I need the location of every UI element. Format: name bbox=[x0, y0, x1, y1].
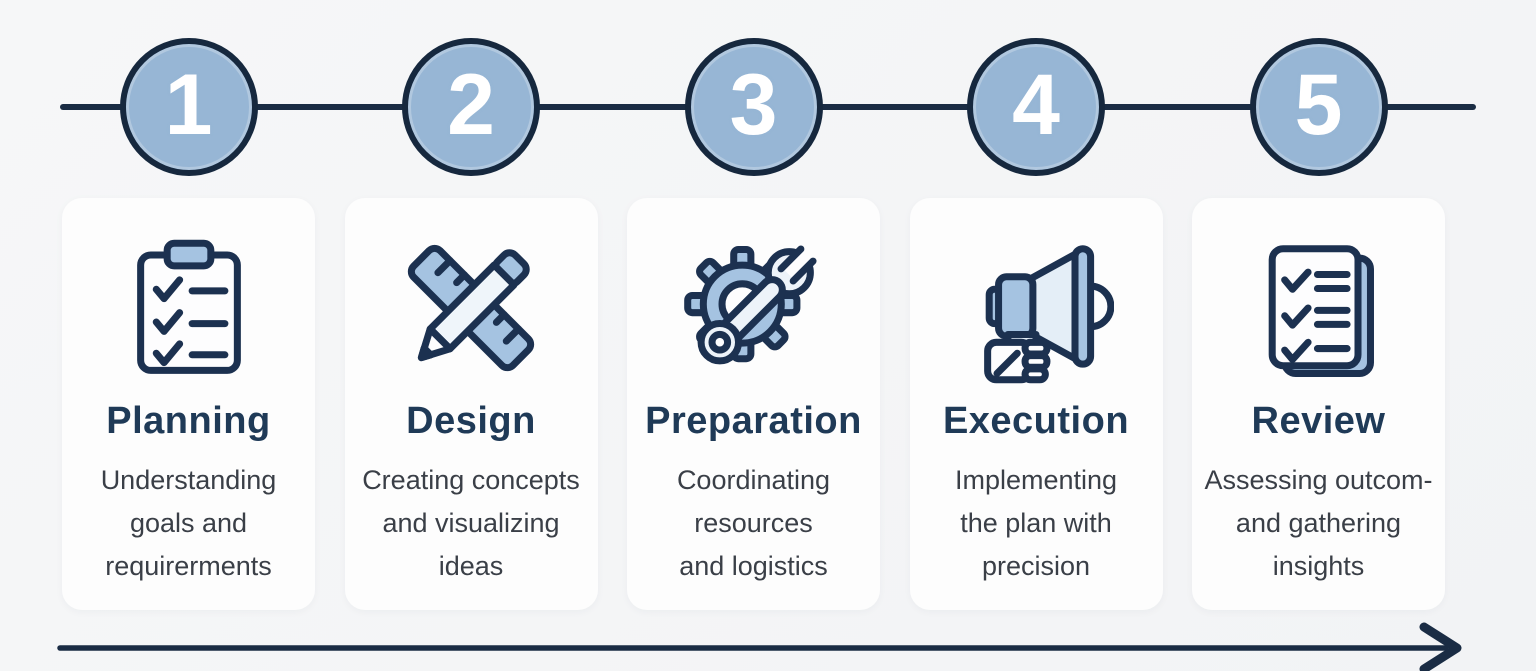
desc-line: Creating concepts bbox=[362, 465, 580, 495]
step-icon-wrap bbox=[391, 228, 551, 388]
desc-line: resources bbox=[694, 508, 813, 538]
step-number-2: 2 bbox=[447, 57, 495, 153]
step-cards: Planning Understanding goals and require… bbox=[62, 198, 1445, 610]
gear-wrench-icon bbox=[683, 245, 817, 365]
direction-arrow bbox=[57, 622, 1462, 671]
step-title: Preparation bbox=[645, 400, 862, 442]
clipboard-checklist-icon bbox=[136, 239, 241, 374]
desc-line: and gathering bbox=[1235, 508, 1402, 538]
step-number-4: 4 bbox=[1012, 57, 1060, 153]
step-description: Assessing outcom- and gathering insights bbox=[1204, 459, 1432, 588]
desc-line: and logistics bbox=[679, 551, 828, 581]
step-title: Planning bbox=[106, 400, 271, 442]
desc-line: and visualizing bbox=[382, 508, 560, 538]
desc-line: the plan with bbox=[960, 508, 1112, 538]
step-number-5: 5 bbox=[1294, 57, 1343, 153]
circle-cell-1: 1 bbox=[62, 0, 315, 176]
step-circle-1: 1 bbox=[119, 38, 258, 176]
step-icon-wrap bbox=[674, 228, 834, 388]
step-description: Creating concepts and visualizing ideas bbox=[362, 459, 580, 588]
desc-line: Implementing bbox=[954, 465, 1118, 495]
step-description: Understanding goals and requirerments bbox=[101, 459, 277, 588]
desc-line: ideas bbox=[438, 551, 504, 581]
circle-cell-2: 2 bbox=[345, 0, 598, 176]
step-icon-wrap bbox=[1239, 228, 1399, 388]
step-circle-2: 2 bbox=[402, 38, 540, 176]
circle-cell-5: 5 bbox=[1192, 0, 1445, 176]
desc-line: Coordinating bbox=[676, 465, 831, 495]
desc-line: precision bbox=[981, 551, 1091, 581]
step-card-planning: Planning Understanding goals and require… bbox=[62, 198, 315, 610]
desc-line: Understanding bbox=[100, 465, 277, 495]
desc-line: goals and bbox=[129, 508, 248, 538]
step-number-3: 3 bbox=[729, 57, 778, 153]
step-description: Implementing the plan with precision bbox=[955, 459, 1117, 588]
circle-cell-4: 4 bbox=[910, 0, 1163, 176]
step-title: Review bbox=[1251, 400, 1386, 442]
step-card-review: Review Assessing outcom- and gathering i… bbox=[1192, 198, 1445, 610]
step-description: Coordinating resources and logistics bbox=[677, 459, 830, 588]
step-number-1: 1 bbox=[164, 57, 213, 153]
timeline-circles: 1 2 3 4 5 bbox=[62, 0, 1445, 176]
circle-cell-3: 3 bbox=[627, 0, 880, 176]
step-circle-4: 4 bbox=[967, 38, 1105, 176]
step-icon-wrap bbox=[109, 228, 269, 388]
step-circle-3: 3 bbox=[684, 38, 823, 176]
desc-line: insights bbox=[1272, 551, 1365, 581]
step-card-preparation: Preparation Coordinating resources and l… bbox=[627, 198, 880, 610]
step-title: Execution bbox=[942, 400, 1130, 442]
step-circle-5: 5 bbox=[1249, 38, 1388, 176]
step-card-execution: Execution Implementing the plan with pre… bbox=[909, 198, 1163, 610]
step-icon-wrap bbox=[956, 228, 1116, 388]
ruler-pencil-icon bbox=[407, 244, 535, 372]
timeline: 1 2 3 4 5 bbox=[0, 0, 1536, 180]
step-card-design: Design Creating concepts and visualizing… bbox=[344, 198, 598, 610]
step-title: Design bbox=[406, 400, 536, 442]
checklist-pages-icon bbox=[1268, 245, 1374, 378]
desc-line: requirerments bbox=[105, 551, 272, 581]
desc-line: Assessing outcom- bbox=[1204, 465, 1433, 495]
megaphone-icon bbox=[984, 245, 1114, 384]
